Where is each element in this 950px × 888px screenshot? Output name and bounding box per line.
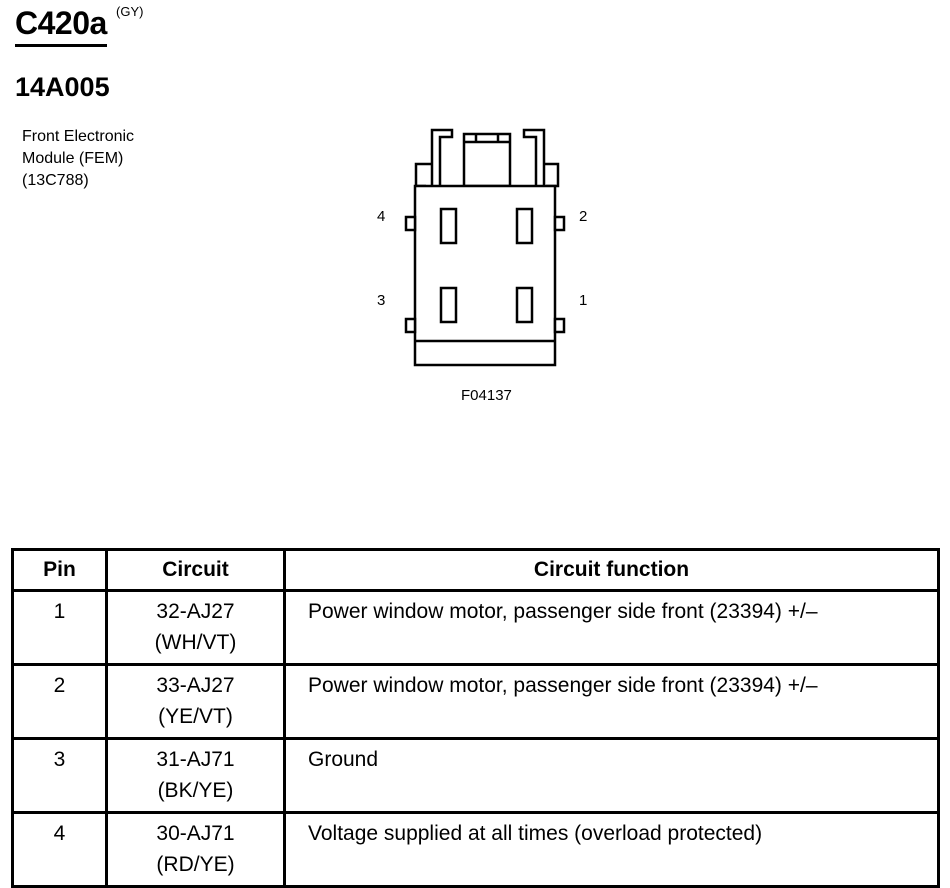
pin-cavity-2 <box>515 207 534 245</box>
wire-color: (YE/VT) <box>158 705 233 728</box>
component-description: Front Electronic Module (FEM) (13C788) <box>22 126 134 192</box>
cell-function: Power window motor, passenger side front… <box>283 663 940 740</box>
connector-shell-upper <box>414 162 432 188</box>
connector-body <box>413 184 557 367</box>
pin-cavity-1 <box>515 286 534 324</box>
cell-pin: 1 <box>11 589 108 666</box>
component-line-1: Front Electronic <box>22 128 135 145</box>
cell-circuit: 33-AJ27 (YE/VT) <box>105 663 286 740</box>
circuit-number: 30-AJ71 <box>156 822 235 845</box>
table-row: 4 30-AJ71 (RD/YE) Voltage supplied at al… <box>11 811 940 888</box>
circuit-number: 33-AJ27 <box>156 674 235 697</box>
figure-id: F04137 <box>461 387 512 404</box>
cell-pin: 2 <box>11 663 108 740</box>
table-header-row: Pin Circuit Circuit function <box>11 548 940 592</box>
table-row: 2 33-AJ27 (YE/VT) Power window motor, pa… <box>11 663 940 740</box>
cell-pin: 4 <box>11 811 108 888</box>
connector-face-diagram <box>404 128 566 367</box>
cell-function: Ground <box>283 737 940 814</box>
wire-color: (RD/YE) <box>156 853 235 876</box>
circuit-number: 32-AJ27 <box>156 600 235 623</box>
pin-label-4: 4 <box>377 208 386 225</box>
pinout-table: Pin Circuit Circuit function 1 32-AJ27 (… <box>11 548 940 888</box>
header-pin: Pin <box>11 548 108 592</box>
pin-label-2: 2 <box>579 208 588 225</box>
pin-label-1: 1 <box>579 292 588 309</box>
wire-color: (WH/VT) <box>154 631 237 654</box>
component-line-2: Module (FEM) <box>22 150 124 167</box>
side-nub <box>404 215 417 232</box>
connector-id: C420a <box>15 4 107 47</box>
pin-cavity-3 <box>439 286 458 324</box>
table-row: 3 31-AJ71 (BK/YE) Ground <box>11 737 940 814</box>
side-nub <box>553 317 566 334</box>
side-nub <box>553 215 566 232</box>
connector-right-latch <box>522 128 546 186</box>
circuit-number: 31-AJ71 <box>156 748 235 771</box>
cell-pin: 3 <box>11 737 108 814</box>
side-nub <box>404 317 417 334</box>
cell-circuit: 30-AJ71 (RD/YE) <box>105 811 286 888</box>
cell-circuit: 31-AJ71 (BK/YE) <box>105 737 286 814</box>
table-row: 1 32-AJ27 (WH/VT) Power window motor, pa… <box>11 589 940 666</box>
pin-label-3: 3 <box>377 292 386 309</box>
cell-function: Power window motor, passenger side front… <box>283 589 940 666</box>
pin-cavity-4 <box>439 207 458 245</box>
cell-circuit: 32-AJ27 (WH/VT) <box>105 589 286 666</box>
connector-title: C420a <box>15 4 107 47</box>
header-function: Circuit function <box>283 548 940 592</box>
wire-color: (BK/YE) <box>157 779 234 802</box>
connector-left-latch <box>430 128 454 186</box>
header-circuit: Circuit <box>105 548 286 592</box>
component-line-3: (13C788) <box>22 172 89 189</box>
cell-function: Voltage supplied at all times (overload … <box>283 811 940 888</box>
connector-color-code: (GY) <box>116 4 144 19</box>
part-number: 14A005 <box>15 72 110 102</box>
